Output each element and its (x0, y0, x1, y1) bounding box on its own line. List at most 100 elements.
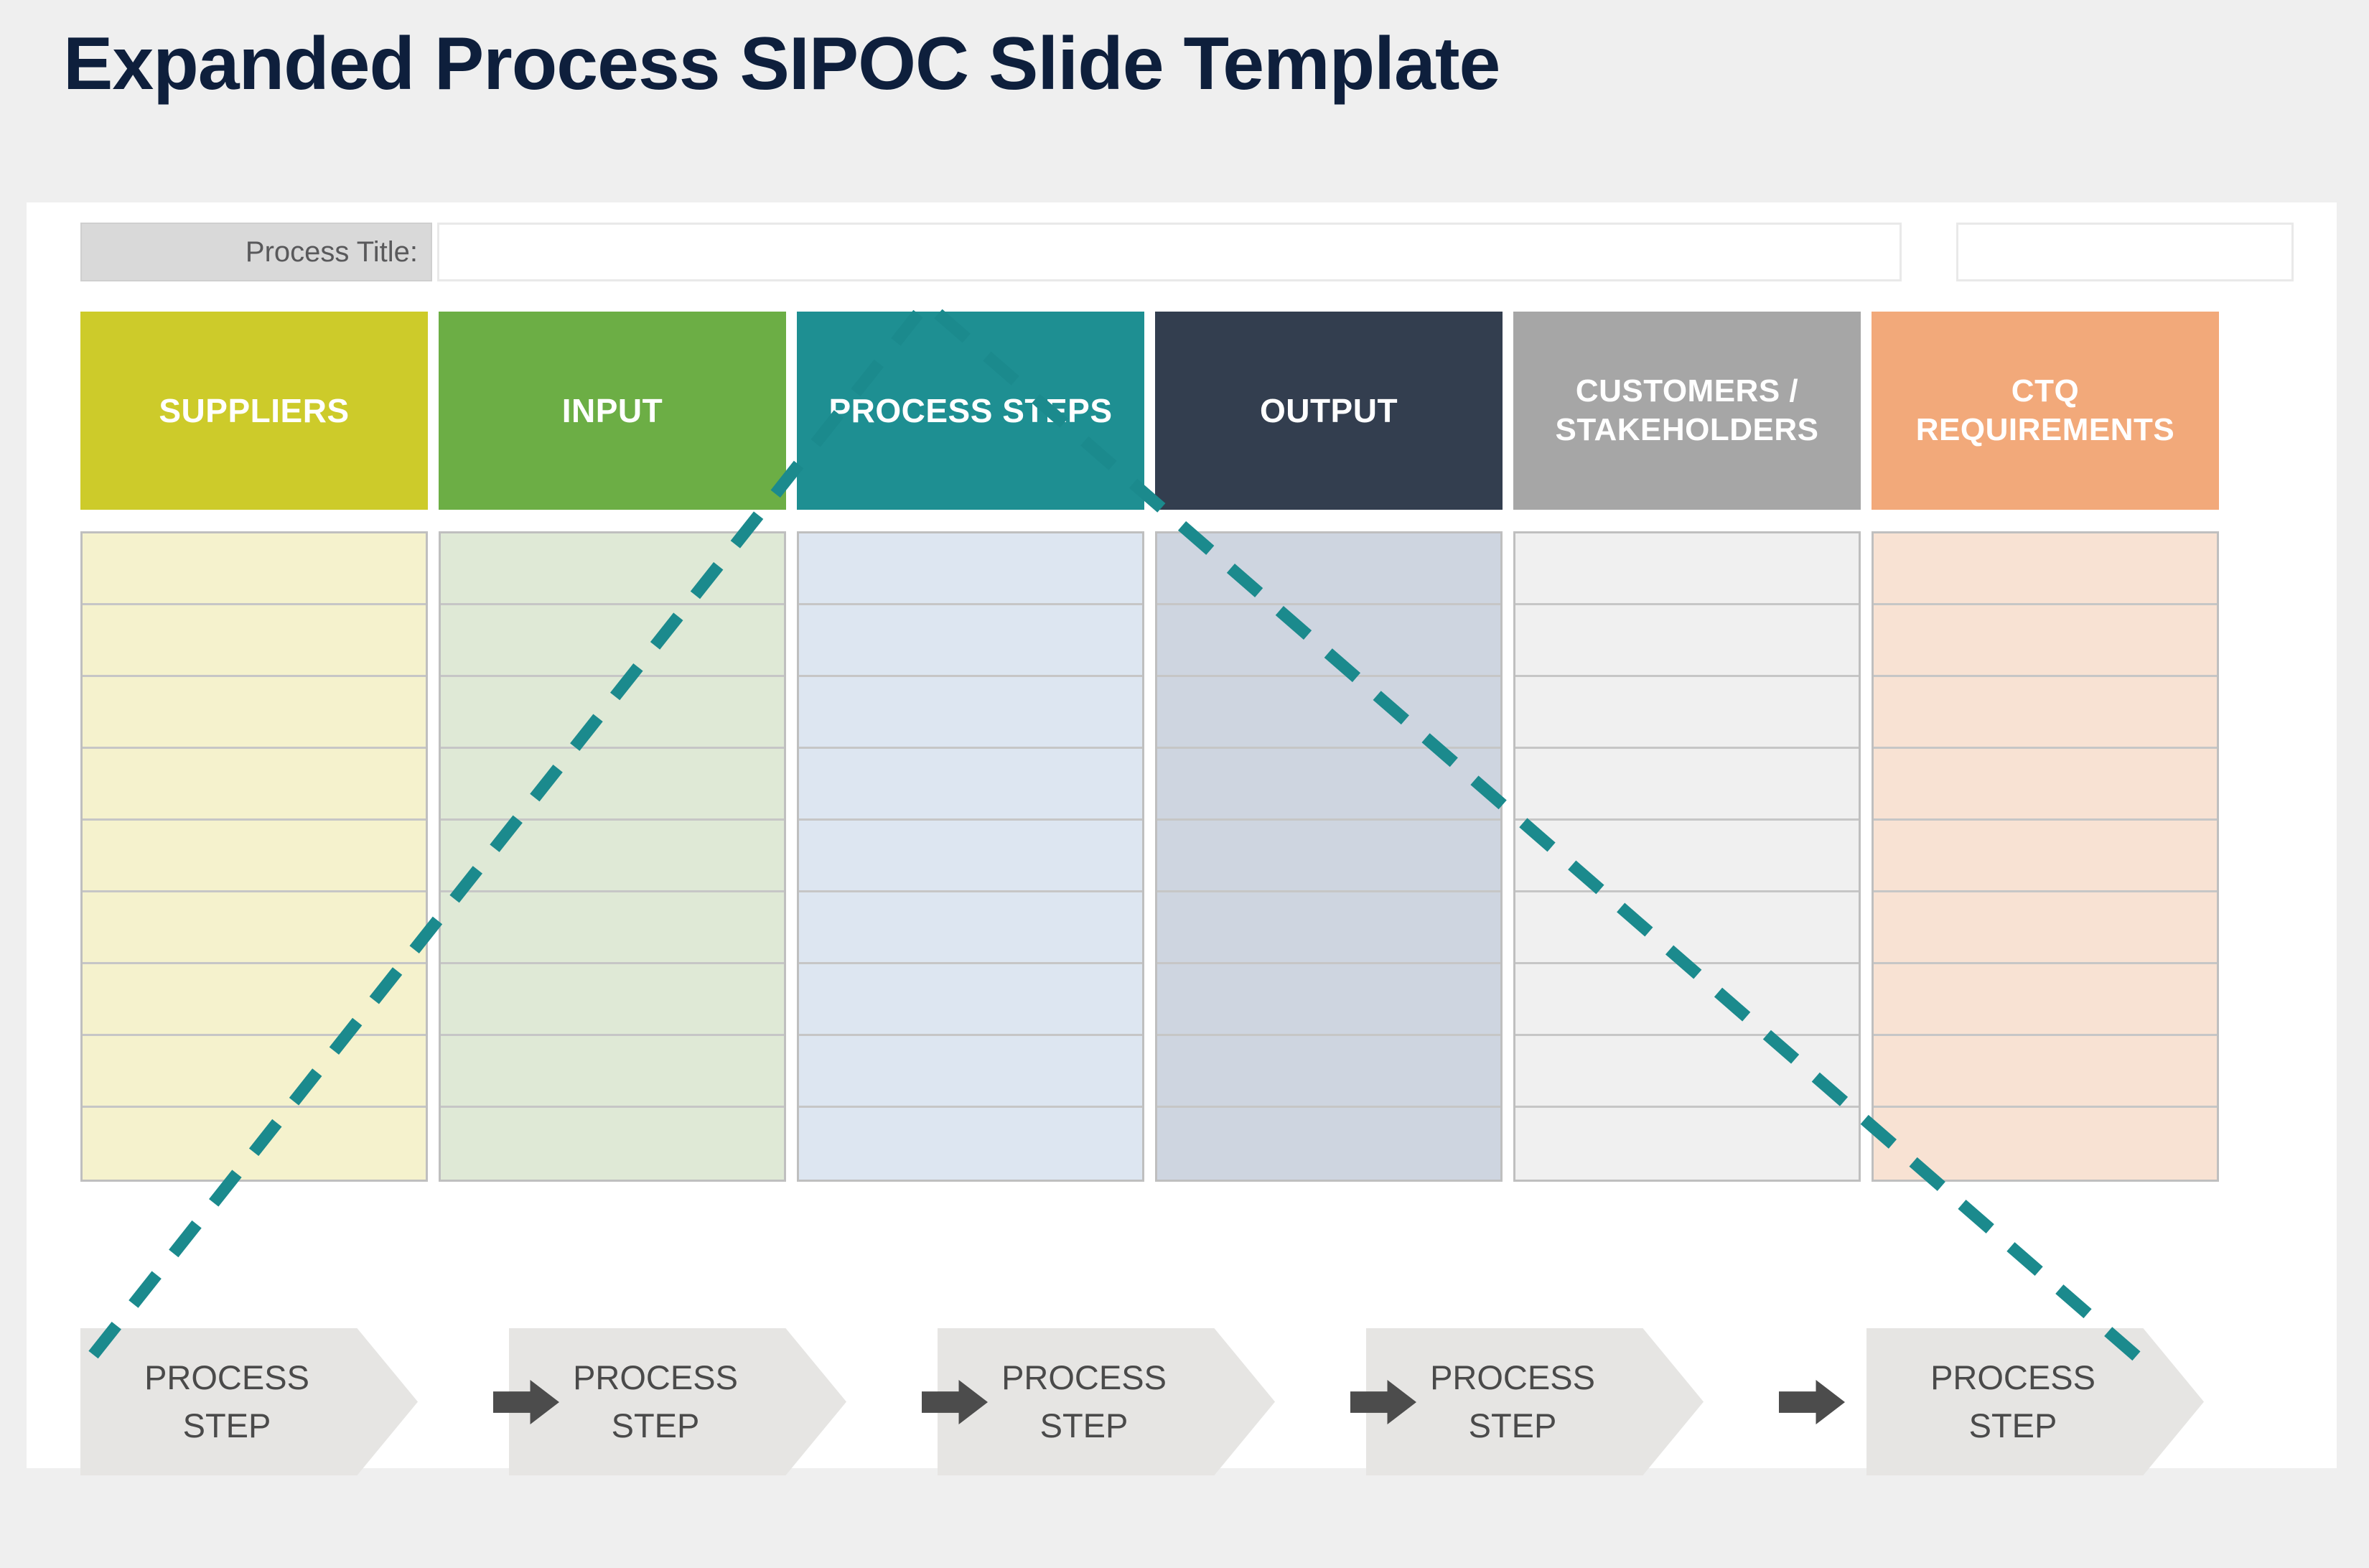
sipoc-column: CUSTOMERS /STAKEHOLDERS (1513, 312, 1861, 1182)
sipoc-cell[interactable] (441, 533, 784, 605)
sipoc-cell[interactable] (83, 821, 426, 892)
sipoc-cell[interactable] (441, 964, 784, 1036)
sipoc-cell[interactable] (83, 1036, 426, 1108)
process-title-label-text: Process Title: (245, 235, 418, 268)
sipoc-cell[interactable] (799, 821, 1142, 892)
sipoc-column-header-line: REQUIREMENTS (1915, 412, 2175, 447)
sipoc-cell[interactable] (83, 1108, 426, 1180)
process-step-label-line: PROCESS (573, 1358, 738, 1396)
sipoc-cell[interactable] (1874, 1036, 2217, 1108)
sipoc-cell[interactable] (799, 1036, 1142, 1108)
sipoc-cell[interactable] (1515, 605, 1859, 677)
sipoc-cell[interactable] (1515, 677, 1859, 749)
process-step-chip[interactable]: PROCESS STEP (938, 1328, 1275, 1475)
sipoc-column-body (439, 531, 786, 1182)
sipoc-column-header-text: PROCESS STEPS (828, 391, 1113, 429)
sipoc-cell[interactable] (799, 605, 1142, 677)
sipoc-cell[interactable] (799, 749, 1142, 821)
sipoc-cell[interactable] (441, 892, 784, 964)
sipoc-cell[interactable] (799, 533, 1142, 605)
sipoc-cell[interactable] (799, 677, 1142, 749)
process-step-chip[interactable]: PROCESS STEP (1366, 1328, 1704, 1475)
sipoc-cell[interactable] (83, 892, 426, 964)
sipoc-cell[interactable] (1157, 892, 1500, 964)
sipoc-cell[interactable] (1874, 533, 2217, 605)
sipoc-cell[interactable] (799, 1108, 1142, 1180)
sipoc-cell[interactable] (1157, 821, 1500, 892)
process-step-chip[interactable]: PROCESS STEP (509, 1328, 846, 1475)
sipoc-cell[interactable] (1157, 964, 1500, 1036)
sipoc-column-header-line: CTQ (2011, 373, 2080, 409)
slide-panel: Process Title: SUPPLIERS INPUT PROCESS STE… (27, 202, 2337, 1475)
page-title: Expanded Process SIPOC Slide Template (63, 22, 1500, 106)
process-title-row: Process Title: (27, 202, 2337, 289)
sipoc-column-header-text: SUPPLIERS (159, 391, 350, 429)
process-step-label-line: STEP (1968, 1406, 2057, 1445)
sipoc-cell[interactable] (441, 749, 784, 821)
process-step-label-line: PROCESS (1001, 1358, 1167, 1396)
sipoc-column-header: CUSTOMERS /STAKEHOLDERS (1513, 312, 1861, 510)
process-title-input-secondary[interactable] (1956, 223, 2294, 281)
sipoc-column: SUPPLIERS (80, 312, 428, 1182)
sipoc-column-header: OUTPUT (1155, 312, 1503, 510)
sipoc-cell[interactable] (441, 677, 784, 749)
sipoc-column-header: INPUT (439, 312, 786, 510)
process-step-label: PROCESS STEP (573, 1354, 738, 1450)
process-title-label: Process Title: (80, 223, 432, 281)
sipoc-cell[interactable] (1515, 1108, 1859, 1180)
sipoc-cell[interactable] (1874, 892, 2217, 964)
sipoc-grid: SUPPLIERS INPUT PROCESS STEPS OUTPUT CUSTOME… (27, 312, 2337, 1317)
sipoc-cell[interactable] (1515, 892, 1859, 964)
sipoc-cell[interactable] (799, 892, 1142, 964)
sipoc-cell[interactable] (1157, 677, 1500, 749)
sipoc-cell[interactable] (1515, 821, 1859, 892)
sipoc-column-body (1872, 531, 2219, 1182)
sipoc-cell[interactable] (799, 964, 1142, 1036)
sipoc-cell[interactable] (1874, 749, 2217, 821)
process-step-label-line: PROCESS (144, 1358, 309, 1396)
sipoc-cell[interactable] (1157, 749, 1500, 821)
process-step-label-line: PROCESS (1430, 1358, 1595, 1396)
sipoc-cell[interactable] (83, 749, 426, 821)
sipoc-cell[interactable] (1515, 964, 1859, 1036)
process-step-label-line: PROCESS (1930, 1358, 2095, 1396)
process-title-input[interactable] (437, 223, 1902, 281)
process-step-label-line: STEP (1468, 1406, 1557, 1445)
process-step-label-line: STEP (1039, 1406, 1129, 1445)
sipoc-cell[interactable] (441, 1108, 784, 1180)
sipoc-cell[interactable] (1515, 533, 1859, 605)
sipoc-column-body (80, 531, 428, 1182)
sipoc-cell[interactable] (1157, 605, 1500, 677)
sipoc-cell[interactable] (1157, 1108, 1500, 1180)
sipoc-cell[interactable] (1874, 1108, 2217, 1180)
sipoc-cell[interactable] (1874, 964, 2217, 1036)
process-step-label-line: STEP (611, 1406, 700, 1445)
sipoc-cell[interactable] (1874, 605, 2217, 677)
sipoc-column-header-line: CUSTOMERS / (1575, 373, 1799, 409)
sipoc-column-header: SUPPLIERS (80, 312, 428, 510)
sipoc-cell[interactable] (83, 605, 426, 677)
process-step-label: PROCESS STEP (1430, 1354, 1595, 1450)
sipoc-cell[interactable] (441, 821, 784, 892)
process-step-chip[interactable]: PROCESS STEP (80, 1328, 418, 1475)
sipoc-cell[interactable] (1157, 533, 1500, 605)
process-step-label-line: STEP (182, 1406, 271, 1445)
sipoc-column-header-text: OUTPUT (1259, 391, 1398, 429)
sipoc-cell[interactable] (441, 605, 784, 677)
sipoc-column-body (797, 531, 1144, 1182)
sipoc-cell[interactable] (83, 964, 426, 1036)
sipoc-cell[interactable] (1157, 1036, 1500, 1108)
sipoc-column: PROCESS STEPS (797, 312, 1144, 1182)
sipoc-cell[interactable] (83, 533, 426, 605)
sipoc-cell[interactable] (1874, 677, 2217, 749)
sipoc-cell[interactable] (1515, 1036, 1859, 1108)
sipoc-cell[interactable] (441, 1036, 784, 1108)
sipoc-column-header-text: INPUT (561, 391, 663, 429)
process-step-chip[interactable]: PROCESS STEP (1866, 1328, 2204, 1475)
sipoc-cell[interactable] (1874, 821, 2217, 892)
sipoc-column-body (1513, 531, 1861, 1182)
sipoc-cell[interactable] (83, 677, 426, 749)
sipoc-cell[interactable] (1515, 749, 1859, 821)
